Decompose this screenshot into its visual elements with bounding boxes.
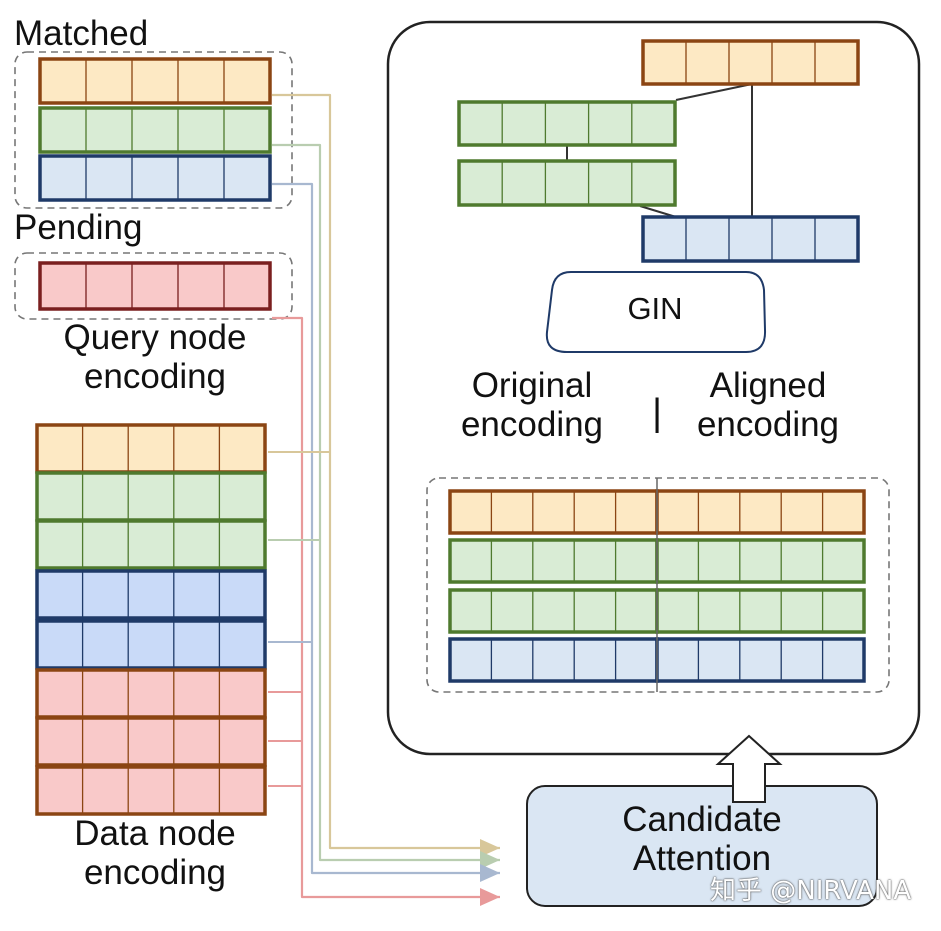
candidate-label-line1: Candidate — [622, 800, 782, 839]
query-green-arrow-head — [480, 851, 500, 869]
aligned-label-line2: encoding — [696, 405, 840, 445]
original-row-green-2 — [448, 588, 659, 634]
aligned-row-green-1 — [655, 538, 866, 584]
data-node-encoding-label: Data node encoding — [30, 814, 280, 892]
graph-node-green-2 — [457, 159, 677, 207]
query-blue-arrow-head — [480, 864, 500, 882]
gin-label: GIN — [627, 291, 683, 326]
aligned-row-green-2 — [655, 588, 866, 634]
matched-group-box — [14, 51, 293, 209]
graph-node-blue — [641, 215, 860, 263]
aligned-row-blue-3 — [655, 637, 866, 683]
data-row-blue-4 — [35, 619, 267, 670]
original-encoding-label: Original encoding — [432, 366, 632, 444]
query-matched-row-orange-0 — [38, 57, 272, 105]
query-blue-arrow — [272, 182, 500, 875]
graph-node-green-1 — [457, 100, 677, 147]
graph-edge-orange-green — [675, 83, 753, 101]
graph-node-orange — [641, 39, 860, 86]
aligned-group-box — [426, 477, 890, 693]
candidate-attention-box — [526, 785, 878, 907]
query-orange-arrow — [272, 93, 500, 850]
original-label-line1: Original — [471, 366, 593, 405]
data-row-blue-3 — [35, 569, 267, 620]
aligned-label-line1: Aligned — [709, 366, 827, 405]
query-pending-row-red-0 — [38, 261, 272, 311]
query-matched-row-green-1 — [38, 106, 272, 154]
data-row-green-2 — [35, 519, 267, 570]
data-label-line2: encoding — [83, 853, 227, 893]
encoding-separator: | — [652, 392, 662, 434]
aligned-row-orange-0 — [655, 489, 866, 535]
aligned-encoding-label: Aligned encoding — [668, 366, 868, 444]
query-label-line1: Query node — [63, 318, 247, 357]
query-orange-arrow-head — [480, 839, 500, 857]
original-row-blue-3 — [448, 637, 659, 683]
query-node-encoding-label: Query node encoding — [30, 318, 280, 396]
data-row-orange-0 — [35, 423, 267, 474]
query-green-arrow — [272, 143, 500, 862]
data-label-line1: Data node — [74, 814, 236, 853]
data-row-red-7 — [35, 765, 267, 816]
graph-edge-green-blue — [639, 205, 677, 218]
data-row-green-1 — [35, 471, 267, 522]
query-label-line2: encoding — [83, 357, 227, 397]
up-arrow-to-module — [715, 734, 783, 803]
matched-label: Matched — [14, 14, 149, 53]
original-label-line2: encoding — [460, 405, 604, 445]
query-red-arrow — [272, 316, 500, 899]
pending-label: Pending — [14, 208, 143, 247]
query-red-arrow-head — [480, 888, 500, 906]
watermark-text: 知乎 @NIRVANA — [710, 876, 912, 906]
candidate-label-line2: Attention — [632, 839, 772, 879]
gin-block — [545, 271, 767, 353]
data-row-red-5 — [35, 668, 267, 719]
original-row-green-1 — [448, 538, 659, 584]
original-row-orange-0 — [448, 489, 659, 535]
query-matched-row-blue-2 — [38, 154, 272, 202]
data-row-red-6 — [35, 716, 267, 767]
pending-group-box — [14, 252, 293, 320]
candidate-attention-label: Candidate Attention — [527, 800, 877, 878]
